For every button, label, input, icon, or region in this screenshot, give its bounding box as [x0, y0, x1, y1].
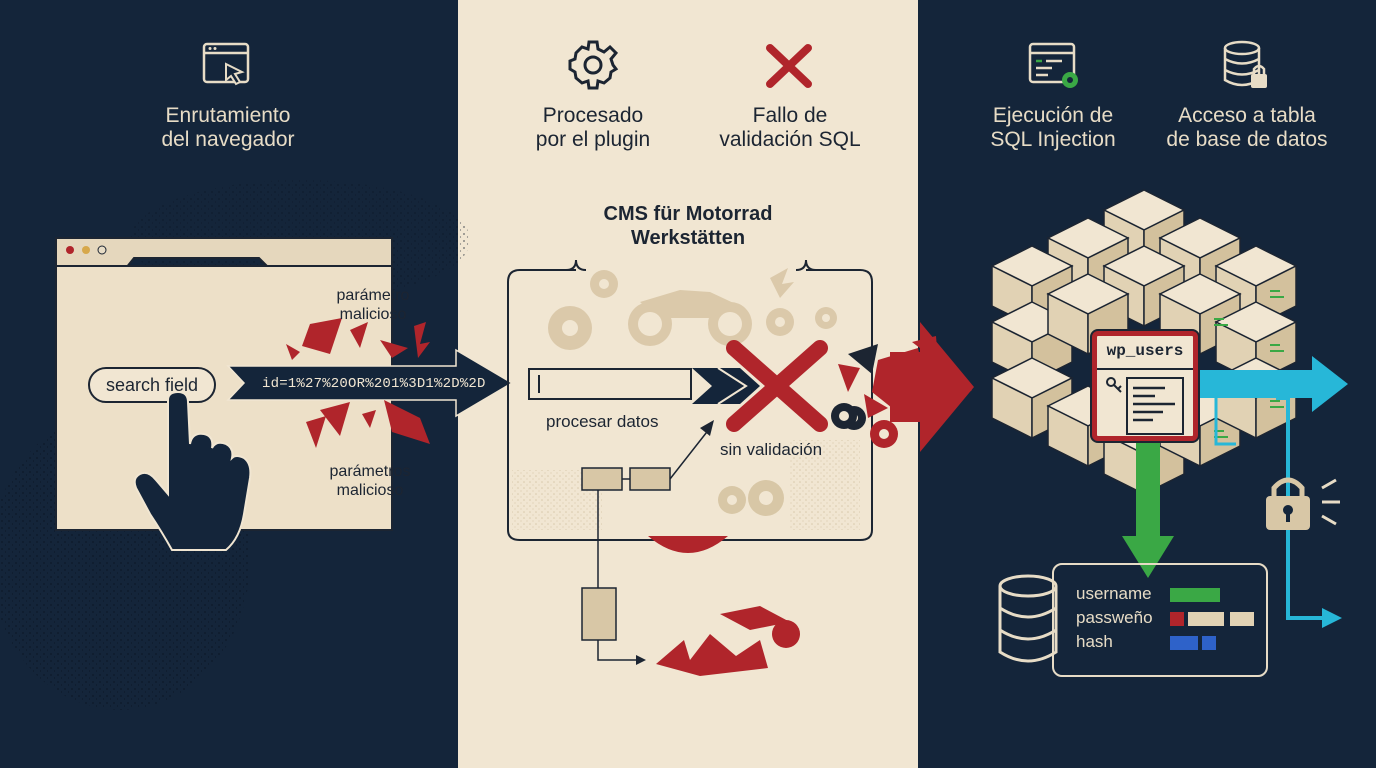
key-document-icon: [1106, 377, 1184, 435]
payload-arrow: [226, 348, 514, 418]
malicious-payload: id=1%27%20OR%201%3D1%2D%2D: [262, 376, 486, 392]
database-lock-icon: [1222, 40, 1272, 94]
search-field-label: search field: [105, 374, 199, 395]
beige-gears-decoration: [718, 480, 784, 516]
malicious-param-top-label: parámetro malicioso: [336, 287, 410, 323]
card-separator: [1097, 368, 1193, 370]
flow-diagram: [581, 420, 714, 665]
red-gear-motorcycle-decoration: [648, 536, 800, 676]
step-label-plugin-processing: Procesado por el plugin: [535, 104, 651, 151]
malicious-param-bottom-label: parámetros malicioso: [329, 463, 411, 499]
field-hash: hash: [1076, 632, 1113, 651]
terminal-gear-icon: [1028, 42, 1082, 92]
browser-cursor-icon: [202, 42, 252, 90]
red-shards-decoration: [286, 318, 430, 448]
wp-users-title: wp_users: [1106, 342, 1184, 360]
database-cylinder-icon: [998, 574, 1058, 663]
step-label-sql-validation-failure: Fallo de validación SQL: [719, 104, 861, 151]
leaked-data-box: [1052, 563, 1268, 677]
database-cube-cluster: [991, 189, 1297, 494]
padlock-icon: [1266, 477, 1340, 530]
search-field[interactable]: search field: [88, 367, 216, 403]
validation-fail-x-icon: [726, 340, 828, 432]
step-label-browser-routing: Enrutamiento del navegador: [161, 104, 295, 151]
hand-pointer-icon: [133, 392, 252, 551]
text-caret: [538, 375, 540, 393]
gear-icon: [566, 38, 620, 92]
step-label-sql-injection-execution: Ejecución de SQL Injection: [990, 104, 1116, 151]
process-data-label: procesar datos: [546, 412, 659, 431]
field-password: passweño: [1076, 608, 1153, 627]
process-data-input[interactable]: [528, 368, 692, 400]
red-arrow-to-database: [890, 322, 974, 452]
background-gears-motorcycle: [548, 268, 837, 350]
cms-title: CMS für Motorrad Werkstätten: [603, 203, 773, 249]
process-arrow: [692, 367, 760, 405]
redacted-value-bars: [1170, 588, 1254, 650]
red-x-icon: [766, 44, 812, 88]
green-arrow-down: [1122, 440, 1174, 578]
no-validation-label: sin validación: [720, 440, 823, 459]
field-username: username: [1076, 584, 1152, 603]
wp-users-table-card[interactable]: wp_users: [1092, 331, 1198, 441]
small-gears-decoration: [831, 403, 898, 448]
step-label-database-table-access: Acceso a tabla de base de datos: [1166, 104, 1328, 151]
